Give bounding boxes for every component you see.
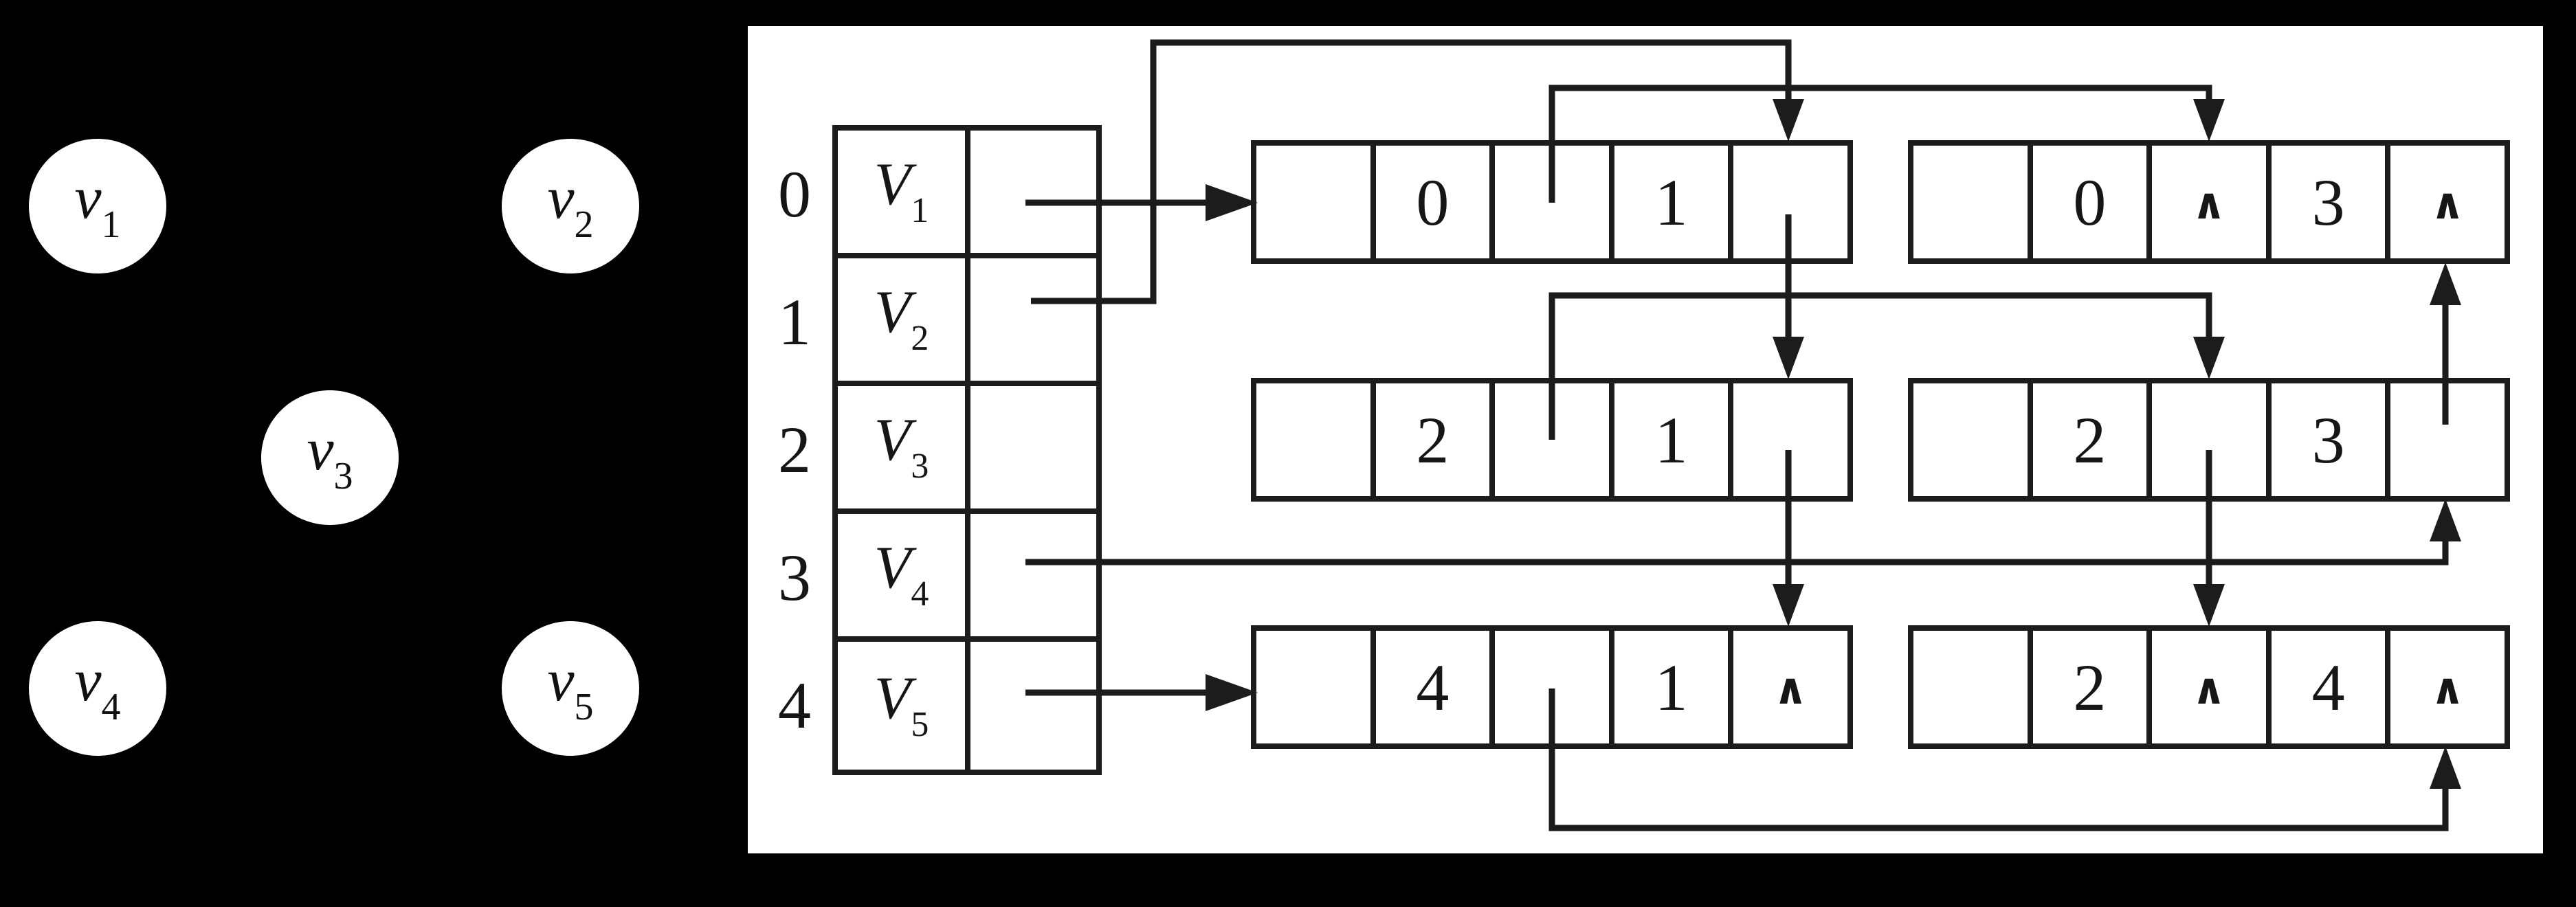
edge-node-cell-4: 1 — [1608, 383, 1729, 496]
edge-node-cell-1 — [1256, 146, 1370, 258]
edge-node-cell-3-null: ∧ — [2146, 146, 2266, 258]
header-row-V1: V1 — [838, 131, 1096, 258]
first-edge-pointer-cell — [970, 642, 1096, 770]
edge-node-cell-1 — [1256, 631, 1370, 743]
graph-vertex-v3: v3 — [261, 390, 399, 525]
edge-node-edge-4-1: 4 1∧ — [1251, 625, 1853, 749]
edge-node-cell-1 — [1913, 631, 2028, 743]
vertex-label: v2 — [547, 165, 594, 246]
edge-node-cell-2: 2 — [1370, 383, 1490, 496]
edge-node-cell-1 — [1913, 383, 2028, 496]
edge-node-cell-4: 4 — [2265, 631, 2386, 743]
edge-node-edge-0-3: 0∧3∧ — [1908, 140, 2510, 264]
edge-node-cell-5-null: ∧ — [2385, 146, 2505, 258]
header-row-V2: V2 — [838, 258, 1096, 386]
edge-node-edge-2-4: 2∧4∧ — [1908, 625, 2510, 749]
graph-panel: v1 v2 v3 v4 v5 — [0, 0, 748, 907]
vertex-name-cell: V2 — [838, 258, 970, 381]
first-edge-pointer-cell — [970, 258, 1096, 381]
edge-node-cell-3-null: ∧ — [2146, 631, 2266, 743]
edge-node-cell-2: 0 — [2027, 146, 2147, 258]
graph-vertex-v4: v4 — [29, 621, 166, 756]
vertex-name-cell: V1 — [838, 131, 970, 253]
first-edge-pointer-cell — [970, 514, 1096, 636]
vertex-name-cell: V3 — [838, 386, 970, 508]
edge-node-cell-3 — [1489, 631, 1609, 743]
edge-node-cell-2: 2 — [2027, 383, 2147, 496]
row-index-label: 2 — [778, 413, 811, 486]
graph-vertex-v1: v1 — [29, 139, 166, 273]
edge-node-cell-2: 0 — [1370, 146, 1490, 258]
row-index-label: 1 — [778, 285, 811, 359]
edge-node-cell-3 — [1489, 383, 1609, 496]
graph-vertex-v5: v5 — [502, 621, 639, 756]
row-index-label: 4 — [778, 669, 811, 742]
vertex-label: v5 — [547, 647, 594, 728]
edge-node-cell-5 — [1728, 146, 1847, 258]
edge-node-cell-5-null: ∧ — [1728, 631, 1847, 743]
edge-node-cell-1 — [1256, 383, 1370, 496]
vertex-label: v1 — [74, 165, 121, 246]
edge-node-cell-3 — [1489, 146, 1609, 258]
edge-node-cell-1 — [1913, 146, 2028, 258]
edge-node-cell-5 — [2385, 383, 2505, 496]
edge-node-cell-2: 2 — [2027, 631, 2147, 743]
row-index-label: 3 — [778, 541, 811, 614]
first-edge-pointer-cell — [970, 386, 1096, 508]
edge-node-cell-2: 4 — [1370, 631, 1490, 743]
header-row-V4: V4 — [838, 514, 1096, 642]
row-index-label: 0 — [778, 157, 811, 231]
header-row-V5: V5 — [838, 642, 1096, 770]
vertex-name-cell: V4 — [838, 514, 970, 636]
edge-node-cell-4: 1 — [1608, 631, 1729, 743]
vertex-label: v3 — [307, 416, 353, 497]
vertex-label: v4 — [74, 647, 121, 728]
edge-node-cell-4: 3 — [2265, 383, 2386, 496]
header-row-V3: V3 — [838, 386, 1096, 514]
edge-node-cell-5-null: ∧ — [2385, 631, 2505, 743]
first-edge-pointer-cell — [970, 131, 1096, 253]
graph-vertex-v2: v2 — [502, 139, 639, 273]
vertex-name-cell: V5 — [838, 642, 970, 770]
edge-node-cell-4: 1 — [1608, 146, 1729, 258]
edge-node-cell-3 — [2146, 383, 2266, 496]
edge-node-cell-5 — [1728, 383, 1847, 496]
edge-node-cell-4: 3 — [2265, 146, 2386, 258]
